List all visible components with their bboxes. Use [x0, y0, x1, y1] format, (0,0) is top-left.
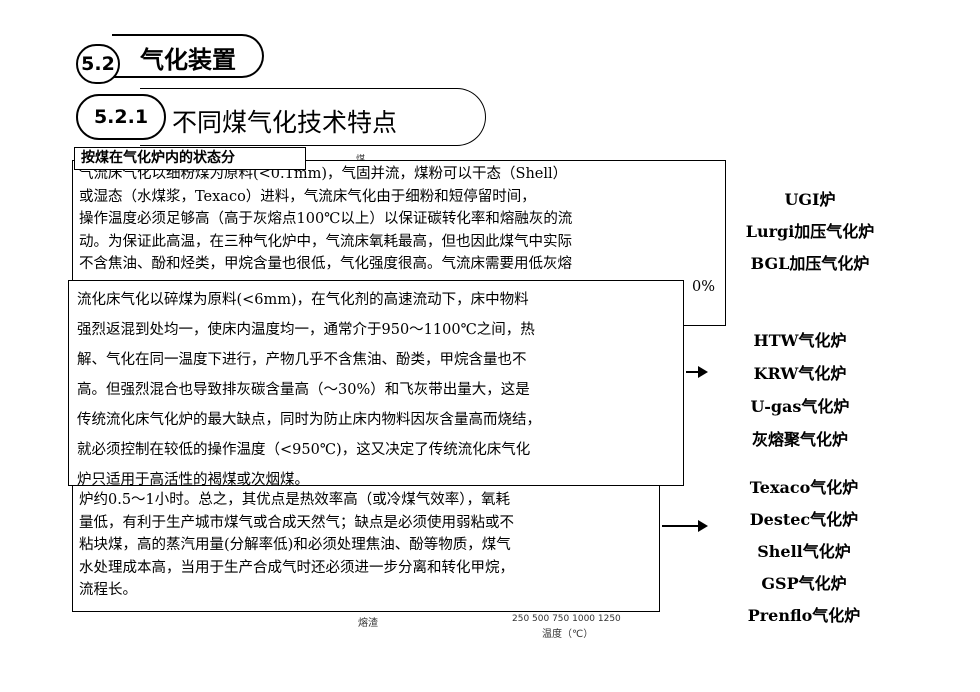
- classification-label: 按煤在气化炉内的状态分: [74, 147, 306, 170]
- subsection-title: 不同煤气化技术特点: [172, 108, 398, 137]
- text-line: 气流床气化以细粉煤为原料(<0.1mm)，气固并流，煤粉可以干态（Shell）: [79, 166, 568, 182]
- arrow-entrained: [662, 520, 708, 532]
- entrained-flow-gasifier-list: Texaco气化炉 Destec气化炉 Shell气化炉 GSP气化炉 Pren…: [722, 472, 886, 632]
- gasifier-item: Prenflo气化炉: [747, 606, 861, 625]
- gasifier-item: Lurgi加压气化炉: [745, 222, 875, 241]
- text-line: 0%: [691, 278, 715, 295]
- section-title-tab: [112, 34, 264, 78]
- text-line: 量低，有利于生产城市煤气或合成天然气；缺点是必须使用弱粘或不: [79, 514, 514, 531]
- fluidized-bed-gasifier-list: HTW气化炉 KRW气化炉 U-gas气化炉 灰熔聚气化炉: [722, 324, 878, 456]
- gasifier-item: KRW气化炉: [753, 364, 847, 383]
- text-line: 炉只适用于高活性的褐煤或次烟煤。: [77, 472, 309, 486]
- section-number-badge: 5.2: [76, 44, 120, 84]
- text-line: 就必须控制在较低的操作温度（<950℃)，这又决定了传统流化床气化: [77, 442, 531, 458]
- gasifier-item: Texaco气化炉: [749, 478, 859, 497]
- text-line: 操作温度必须足够高（高于灰熔点100℃以上）以保证碳转化率和熔融灰的流: [79, 211, 573, 227]
- gasifier-item: BGL加压气化炉: [750, 254, 870, 273]
- slag-label: 熔渣: [358, 618, 378, 629]
- text-line: 解、气化在同一温度下进行，产物几乎不含焦油、酚类，甲烷含量也不: [77, 352, 527, 368]
- gasifier-item: HTW气化炉: [753, 331, 847, 350]
- text-line: 炉约0.5～1小时。总之，其优点是热效率高（或冷煤气效率），氧耗: [79, 492, 511, 508]
- temperature-axis-label: 温度（℃）: [542, 629, 594, 640]
- text-line: 高。但强烈混合也导致排灰碳含量高（～30%）和飞灰带出量大，这是: [77, 382, 530, 398]
- section-title: 气化装置: [140, 46, 236, 74]
- text-line: 强烈返混到处均一，使床内温度均一，通常介于950～1100℃之间，热: [77, 322, 535, 338]
- gasifier-item: Destec气化炉: [749, 510, 859, 529]
- text-line: 粘块煤，高的蒸汽用量(分解率低)和必须处理焦油、酚等物质，煤气: [79, 537, 511, 553]
- subsection-number-badge: 5.2.1: [76, 94, 166, 140]
- gasifier-item: 灰熔聚气化炉: [751, 430, 848, 449]
- fluidized-bed-description: 流化床气化以碎煤为原料(<6mm)，在气化剂的高速流动下，床中物料 强烈返混到处…: [68, 280, 684, 486]
- gasifier-item: Shell气化炉: [757, 542, 851, 561]
- text-line: 动。为保证此高温，在三种气化炉中，气流床氧耗最高，但也因此煤气中实际: [79, 233, 572, 250]
- fixed-bed-description: 炉约0.5～1小时。总之，其优点是热效率高（或冷煤气效率），氧耗 量低，有利于生…: [72, 470, 660, 612]
- temperature-ticks: 250 500 750 1000 1250: [512, 614, 621, 624]
- fixed-bed-gasifier-list: UGI炉 Lurgi加压气化炉 BGL加压气化炉: [730, 184, 890, 280]
- text-line: 不含焦油、酚和烃类，甲烷含量也很低，气化强度很高。气流床需要用低灰熔: [79, 256, 572, 272]
- gasifier-item: GSP气化炉: [761, 574, 847, 593]
- subsection-title-tab: [140, 88, 486, 146]
- arrow-fluidized: [686, 366, 708, 378]
- gasifier-item: U-gas气化炉: [750, 397, 850, 416]
- text-line: 水处理成本高，当用于生产合成气时还必须进一步分离和转化甲烷，: [79, 559, 514, 576]
- gasifier-item: UGI炉: [784, 190, 836, 209]
- text-line: 流程长。: [79, 582, 137, 598]
- text-line: 或湿态（水煤浆，Texaco）进料，气流床气化由于细粉和短停留时间，: [79, 188, 536, 205]
- text-line: 流化床气化以碎煤为原料(<6mm)，在气化剂的高速流动下，床中物料: [77, 292, 529, 308]
- text-line: 传统流化床气化炉的最大缺点，同时为防止床内物料因灰含量高而烧结，: [77, 412, 541, 428]
